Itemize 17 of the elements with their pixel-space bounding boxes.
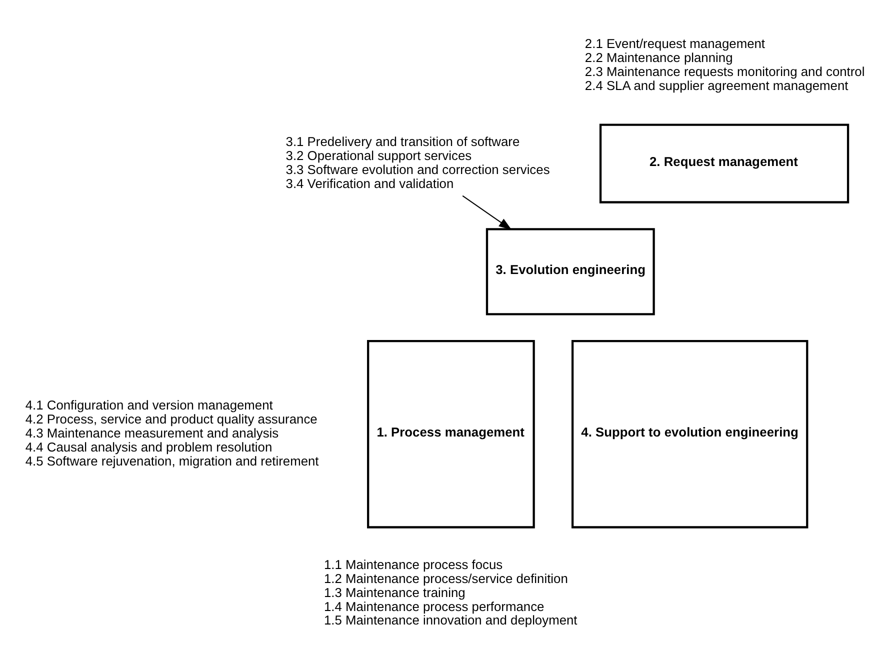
node-box: 3. Evolution engineering: [485, 228, 654, 315]
arrow: [462, 194, 512, 230]
node-label: 4.2 Process, service and product quality assurance: [24, 411, 317, 426]
node-label: 1.5 Maintenance innovation and deployment: [323, 612, 577, 628]
node-label: 4.5 Software rejuvenation, migration and retirement: [24, 452, 318, 468]
node-text: 3.1 Predelivery and transition of software 3.2 Operational support services 3.3 Software evolution and correction services 3.4 Verification and validation: [285, 133, 550, 190]
node-label: 2.1 Event/request management: [584, 35, 765, 50]
node-label: 1.2 Maintenance process/service definition: [323, 570, 568, 586]
node-box: 1. Process management: [366, 340, 534, 528]
node-label: 1.3 Maintenance training: [323, 584, 465, 600]
node-box: 4. Support to evolution engineering: [570, 340, 808, 528]
node-label: 2.2 Maintenance planning: [584, 49, 732, 64]
node-label: 1.1 Maintenance process focus: [323, 556, 502, 572]
node-label: 4.4 Causal analysis and problem resolution: [24, 438, 272, 454]
node-label: 4.3 Maintenance measurement and analysis: [24, 424, 278, 440]
node-label: 4.1 Configuration and version management: [24, 397, 272, 412]
node-box: 2. Request management: [598, 123, 849, 203]
